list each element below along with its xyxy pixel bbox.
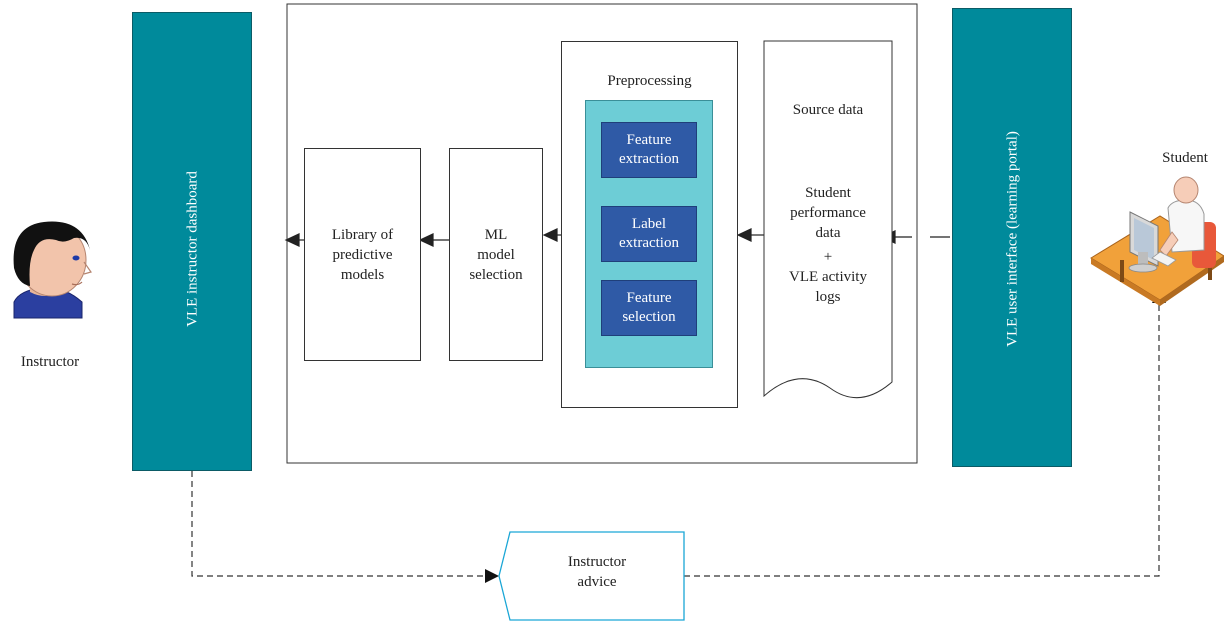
student-label: Student bbox=[1162, 150, 1208, 166]
arrow-head-to-advice bbox=[485, 569, 499, 583]
step-feature-extraction: Feature extraction bbox=[601, 122, 697, 178]
step-feature-selection: Feature selection bbox=[601, 280, 697, 336]
vle-user-interface-panel: VLE user interface (learning portal) bbox=[952, 8, 1072, 467]
arrow-head-source-to-preprocessing bbox=[736, 228, 752, 242]
ml-line-2: model bbox=[477, 246, 515, 263]
step-3-line-2: selection bbox=[622, 309, 676, 325]
source-line-6: logs bbox=[815, 289, 841, 305]
ml-line-1: ML bbox=[484, 226, 508, 243]
advice-box bbox=[498, 531, 685, 621]
ml-model-selection-box: ML model selection bbox=[449, 148, 543, 361]
dashed-advice-to-student bbox=[684, 303, 1160, 577]
preprocessing-title: Preprocessing bbox=[607, 73, 692, 89]
step-2-line-2: extraction bbox=[619, 235, 679, 251]
source-line-2: performance bbox=[790, 205, 866, 221]
student-at-desk-icon bbox=[1090, 176, 1224, 306]
arrow-head-ml-to-library bbox=[418, 233, 434, 247]
step-3-line-1: Feature bbox=[626, 290, 672, 306]
system-container bbox=[286, 3, 918, 464]
user-interface-title: VLE user interface (learning portal) bbox=[1004, 131, 1021, 347]
dashboard-title: VLE instructor dashboard bbox=[184, 171, 201, 327]
instructor-label: Instructor bbox=[20, 354, 80, 370]
library-line-3: models bbox=[340, 266, 385, 283]
source-data-content: Student performance data + VLE activity … bbox=[764, 183, 892, 307]
ml-line-3: selection bbox=[469, 266, 523, 283]
vle-instructor-dashboard-panel: VLE instructor dashboard bbox=[132, 12, 252, 471]
advice-text: Instructor advice bbox=[512, 552, 682, 592]
step-label-extraction: Label extraction bbox=[601, 206, 697, 262]
source-line-1: Student bbox=[805, 185, 851, 201]
source-data-title: Source data bbox=[792, 102, 864, 118]
source-line-5: VLE activity bbox=[789, 269, 867, 285]
advice-line-1: Instructor bbox=[567, 554, 627, 570]
advice-line-2: advice bbox=[577, 574, 617, 590]
source-line-3: data bbox=[815, 225, 841, 241]
step-1-line-2: extraction bbox=[619, 151, 679, 167]
library-line-2: predictive bbox=[332, 246, 393, 263]
instructor-avatar-icon bbox=[13, 221, 92, 319]
dashed-dashboard-to-advice bbox=[191, 471, 486, 577]
step-2-line-1: Label bbox=[631, 216, 667, 232]
library-box: Library of predictive models bbox=[304, 148, 421, 361]
library-line-1: Library of bbox=[331, 226, 394, 243]
arrow-head-preprocessing-to-ml bbox=[542, 228, 558, 242]
arrow-head-library-to-dashboard bbox=[284, 233, 300, 247]
source-line-4: + bbox=[823, 249, 833, 265]
step-1-line-1: Feature bbox=[626, 132, 672, 148]
